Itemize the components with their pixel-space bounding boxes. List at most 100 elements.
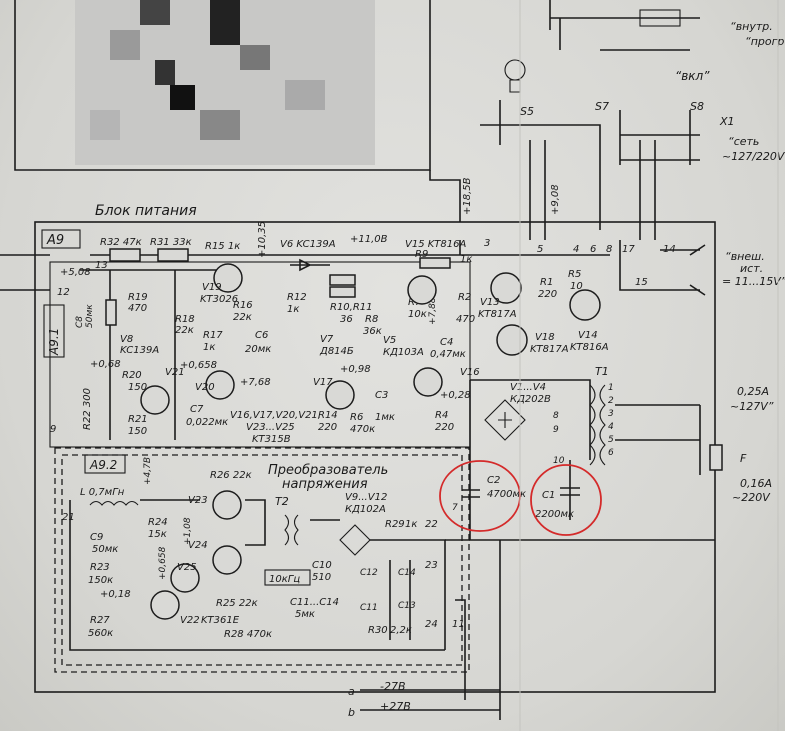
converter-title: Преобразователь	[268, 463, 388, 478]
pin-13: 13	[95, 260, 108, 271]
label-v24: V24	[188, 540, 208, 551]
label-v13: V13	[480, 297, 500, 308]
t1-pin4: 4	[608, 422, 614, 432]
pin-14: 14	[663, 244, 676, 255]
voltage-098: +0,98	[340, 364, 371, 375]
label-r14: R14	[318, 410, 338, 421]
t1-pin6: 6	[608, 448, 614, 458]
t1-pin5: 5	[608, 435, 614, 445]
label-freq: 10кГц	[269, 574, 300, 585]
pin-9: 9	[50, 424, 56, 435]
label-x1: X1	[719, 115, 735, 128]
a9-2-frame	[61, 454, 463, 666]
pin-15: 15	[635, 277, 648, 288]
label-r31: R31 33к	[150, 237, 192, 248]
label-f2v: ~220V	[732, 491, 771, 504]
label-v5: V5	[383, 335, 396, 346]
redacted-mosaic	[75, 0, 375, 165]
label-external-v: = 11...15V”	[722, 275, 785, 288]
highlight-c1	[530, 464, 602, 536]
voltage-068: +0,68	[90, 359, 121, 370]
label-c8v: 50мк	[85, 304, 95, 328]
label-r17: R17	[203, 330, 223, 341]
label-r1v: 220	[538, 289, 557, 300]
voltage-0658: +0,658	[180, 360, 217, 371]
label-c8: C8	[75, 316, 85, 328]
voltage-768: +7,68	[240, 377, 271, 388]
label-c10: C10	[312, 560, 332, 571]
label-external: “внеш.	[725, 250, 765, 263]
label-v19: V19	[202, 282, 222, 293]
label-r5: R5	[568, 269, 581, 280]
voltage-028: +0,28	[440, 390, 471, 401]
label-r8v: 36к	[363, 326, 382, 337]
pin-23: 23	[425, 560, 438, 571]
label-v8: V8	[120, 334, 133, 345]
label-f1v: ~127V”	[730, 400, 774, 413]
label-v15: V15 KT816A	[405, 239, 466, 250]
label-v7t: Д814Б	[319, 346, 354, 357]
label-c7: C7	[190, 404, 204, 415]
label-r15: R15 1к	[205, 241, 240, 252]
label-r30v: 2,2к	[390, 625, 412, 636]
label-v1v4: V1...V4	[510, 382, 546, 393]
t1-pin3: 3	[608, 409, 614, 419]
a9-1-label: A9.1	[47, 328, 61, 356]
label-c12: C12	[360, 568, 378, 578]
label-r23v: 150к	[88, 575, 113, 586]
label-r24v: 15к	[148, 529, 167, 540]
a9-label-box	[41, 229, 81, 249]
label-v9v12: V9...V12	[345, 492, 387, 503]
label-v16: V16	[460, 367, 480, 378]
label-r29: R29	[385, 519, 405, 530]
label-t2: T2	[275, 495, 289, 508]
label-r20v: 150	[128, 382, 147, 393]
label-r27: R27	[90, 615, 110, 626]
rail-508: +5,08	[60, 267, 91, 278]
label-r8: R8	[365, 314, 378, 325]
rail-1108: +11,0B	[350, 234, 388, 245]
label-r26: R26 22к	[210, 470, 252, 481]
pin-4: 4	[573, 244, 579, 255]
label-c13: C13	[398, 601, 416, 611]
label-c3: C3	[375, 390, 388, 401]
label-c4: C4	[440, 337, 453, 348]
label-r23: R23	[90, 562, 110, 573]
label-r29v: 1к	[405, 519, 417, 530]
pin-12: 12	[57, 287, 70, 298]
label-c9: C9	[90, 532, 103, 543]
label-c10v: 510	[312, 572, 331, 583]
label-v14: V14	[578, 330, 598, 341]
label-r9v: 1к	[460, 254, 472, 265]
a9-1-frame	[49, 261, 471, 448]
label-r12v: 1к	[287, 304, 299, 315]
label-r28: R28 470к	[224, 629, 272, 640]
label-v20: V20	[195, 382, 215, 393]
output-b: b	[348, 706, 355, 719]
voltage-788: +7,88	[428, 297, 438, 325]
label-r30: R30	[368, 625, 388, 636]
label-v1v4t: КД202B	[510, 394, 551, 405]
label-r19: R19	[128, 292, 148, 303]
a9-label: A9	[46, 233, 64, 248]
label-r14v: 220	[318, 422, 337, 433]
label-c11c14: C11...C14	[290, 597, 339, 608]
t1-pin10: 10	[553, 456, 565, 466]
label-c2: C2	[487, 475, 500, 486]
pin-11: 11	[452, 619, 465, 630]
label-c1v: 2200мк	[535, 509, 574, 520]
label-internal: “внутр.	[730, 20, 773, 33]
pin-8: 8	[606, 244, 612, 255]
label-s7: S7	[595, 100, 609, 113]
label-v18t: KT817A	[530, 344, 569, 355]
label-r5v: 10	[570, 281, 583, 292]
label-s5: S5	[520, 105, 534, 118]
pin-6: 6	[590, 244, 596, 255]
label-r21: R21	[128, 414, 148, 425]
label-vgroup3: KT315B	[252, 434, 291, 445]
rail-1858: +18,5B	[462, 177, 473, 215]
label-r21v: 150	[128, 426, 147, 437]
voltage-47: +4,7B	[143, 457, 153, 485]
